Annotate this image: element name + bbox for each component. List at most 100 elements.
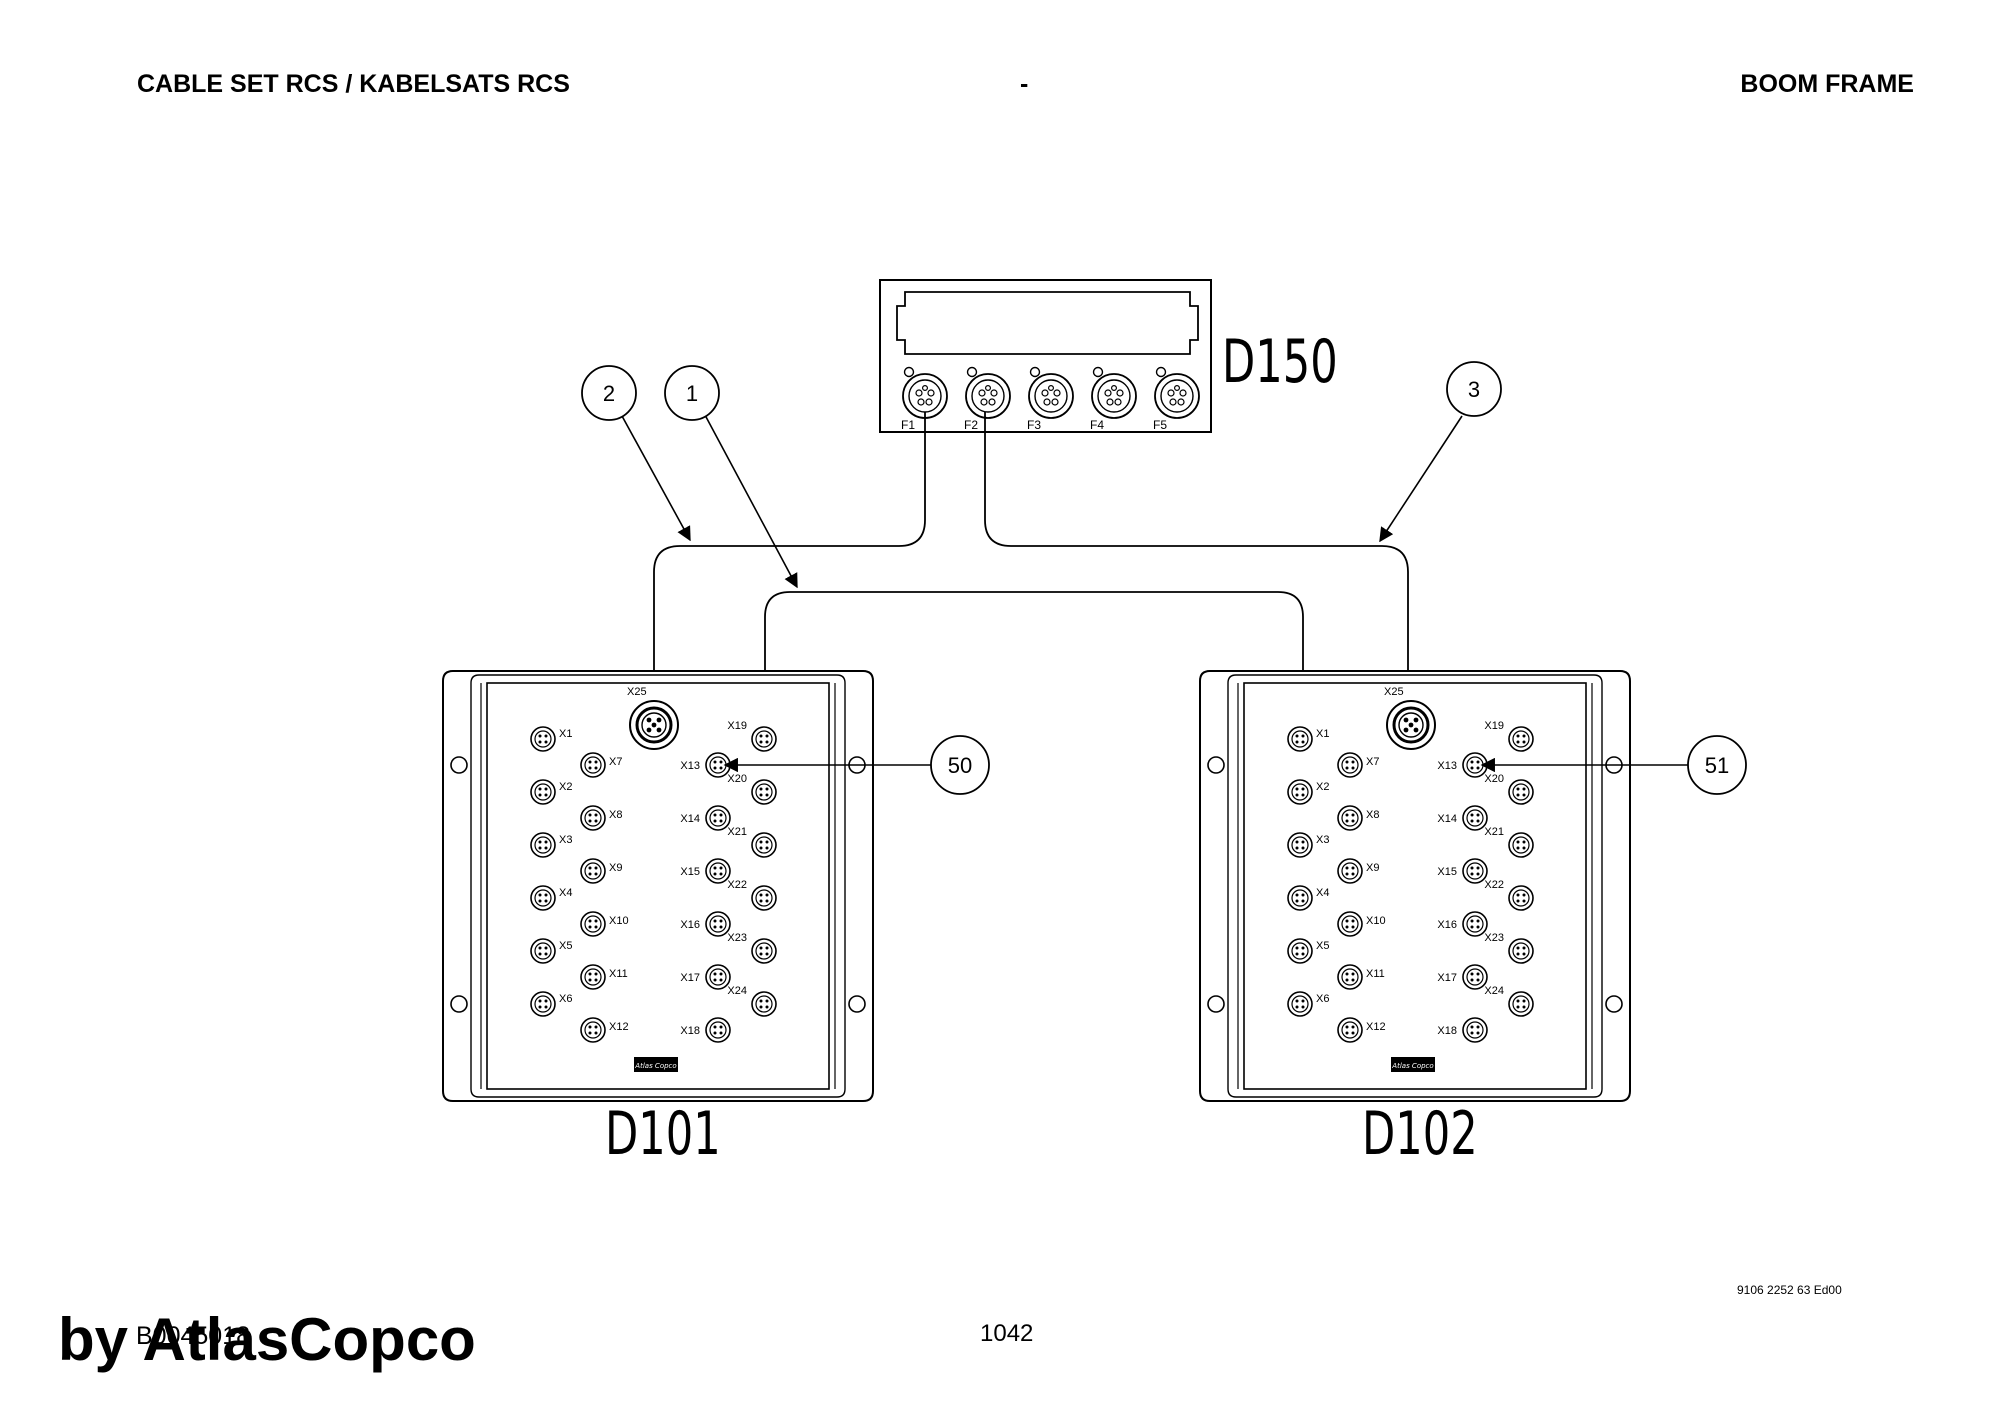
port-label: X17 [1437,972,1457,984]
logo-text: Atlas Copco [634,1062,676,1070]
connector-x9 [1337,858,1363,884]
box-panel [1243,682,1587,1090]
led-indicator [1155,366,1167,378]
port-label: X18 [680,1025,700,1037]
port-label: X23 [727,932,747,944]
port-label-f1: F1 [901,418,915,432]
port-label-f4: F4 [1090,418,1104,432]
cable-1 [764,591,1304,736]
callout-1: 1 [664,365,720,421]
port-label: X6 [1316,993,1329,1005]
connector-x15 [1462,858,1488,884]
mounting-hole [1207,756,1225,774]
port-label: X22 [727,879,747,891]
connector-x25 [628,699,680,751]
port-label: X12 [609,1021,629,1033]
port-label: X13 [680,760,700,772]
port-label: X5 [1316,940,1329,952]
port-label: X18 [1437,1025,1457,1037]
port-label: X4 [559,887,572,899]
connector-x19 [1508,726,1534,752]
connector-x18 [705,1017,731,1043]
port-label: X14 [1437,813,1457,825]
connector-f5 [1154,373,1200,419]
box-flange [470,674,846,1098]
port-label: X8 [1366,809,1379,821]
connector-f4 [1091,373,1137,419]
port-label: X9 [1366,862,1379,874]
header-title-left: CABLE SET RCS / KABELSATS RCS [137,70,570,98]
callout-leaders [621,414,1688,773]
port-label: X21 [727,826,747,838]
connector-x5 [530,938,556,964]
callout-51: 51 [1687,735,1747,795]
connector-x23 [1508,938,1534,964]
port-label: X10 [1366,915,1386,927]
d101-label: D101 [605,1099,721,1169]
led-indicator [966,366,978,378]
callout-3: 3 [1446,361,1502,417]
callout-1-leader [704,414,798,589]
cable-lines [653,412,1409,736]
connector-x5 [1287,938,1313,964]
d102-label: D102 [1362,1099,1478,1169]
d150-label-window [896,291,1199,355]
callout-3-leader [1379,415,1463,543]
connector-x12 [580,1017,606,1043]
port-label: X11 [1366,968,1385,980]
svg-text:1: 1 [686,381,698,406]
connector-x6 [1287,991,1313,1017]
cable-2 [653,412,926,696]
callout-balloons: 2 1 3 50 51 [581,361,1747,795]
mounting-hole [450,756,468,774]
connector-x14 [1462,805,1488,831]
connector-x20 [751,779,777,805]
svg-text:50: 50 [948,753,972,778]
watermark: by AtlasCopco [58,1306,476,1373]
footer-drawing-code: B0045018 [136,1322,251,1350]
atlas-copco-logo [1391,1057,1435,1072]
port-label: X6 [559,993,572,1005]
svg-text:51: 51 [1705,753,1729,778]
connector-x22 [1508,885,1534,911]
connector-x10 [580,911,606,937]
mounting-hole [450,995,468,1013]
logo-text: Atlas Copco [1391,1062,1433,1070]
port-label: X24 [1484,985,1504,997]
port-label: X3 [1316,834,1329,846]
box-panel [486,682,830,1090]
connector-x16 [705,911,731,937]
port-label: X21 [1484,826,1504,838]
port-label: X10 [609,915,629,927]
port-label: X15 [1437,866,1457,878]
cable-3 [984,412,1409,696]
port-label: X20 [727,773,747,785]
port-label-x25: X25 [627,686,647,698]
connector-x25 [1385,699,1437,751]
led-indicator [1029,366,1041,378]
connector-x21 [751,832,777,858]
box-flange [1227,674,1603,1098]
connector-x1 [1287,726,1313,752]
connector-f2 [965,373,1011,419]
connector-x8 [580,805,606,831]
port-label: X9 [609,862,622,874]
port-label: X12 [1366,1021,1386,1033]
connector-x14 [705,805,731,831]
connector-x12 [1337,1017,1363,1043]
connector-x22 [751,885,777,911]
mounting-hole [848,995,866,1013]
port-label: X23 [1484,932,1504,944]
connector-x1 [530,726,556,752]
connector-x6 [530,991,556,1017]
mounting-hole [1605,995,1623,1013]
connector-x15 [705,858,731,884]
connector-x10 [1337,911,1363,937]
port-label: X2 [1316,781,1329,793]
connector-x8 [1337,805,1363,831]
connector-x24 [751,991,777,1017]
connector-x17 [705,964,731,990]
connector-x24 [1508,991,1534,1017]
